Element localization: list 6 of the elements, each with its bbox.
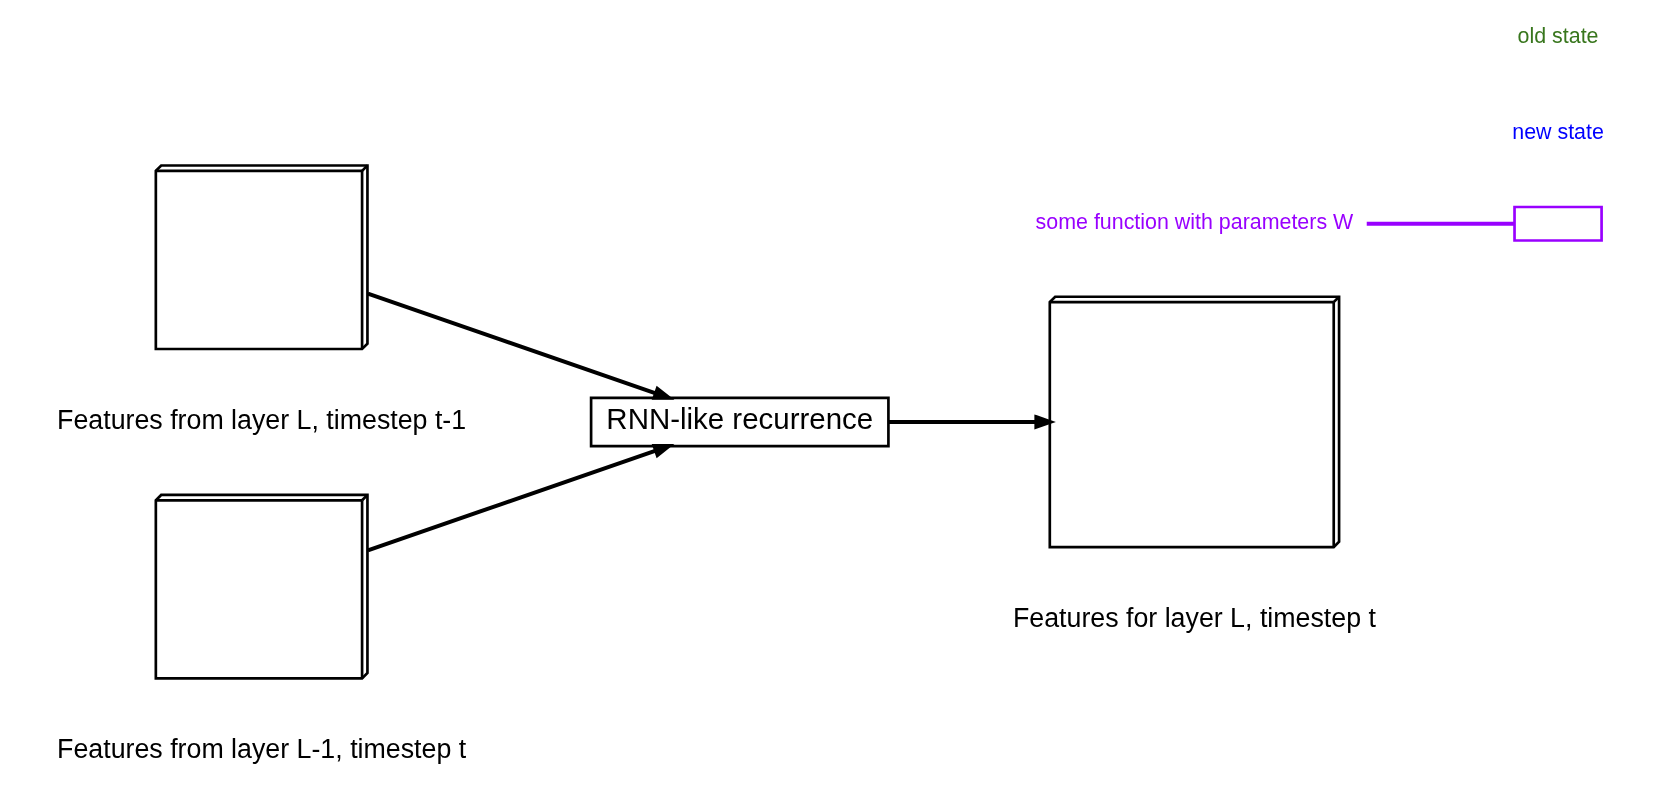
node-label: Features from layer L, timestep t-1 (57, 404, 467, 435)
label: old state (1517, 23, 1599, 48)
label: new state (1512, 120, 1604, 145)
node-text: some function with parameters W (1035, 209, 1354, 234)
node-label: Features for layer L, timestep t (1012, 602, 1376, 633)
node-label: Features from layer L-1, timestep t (57, 734, 467, 765)
